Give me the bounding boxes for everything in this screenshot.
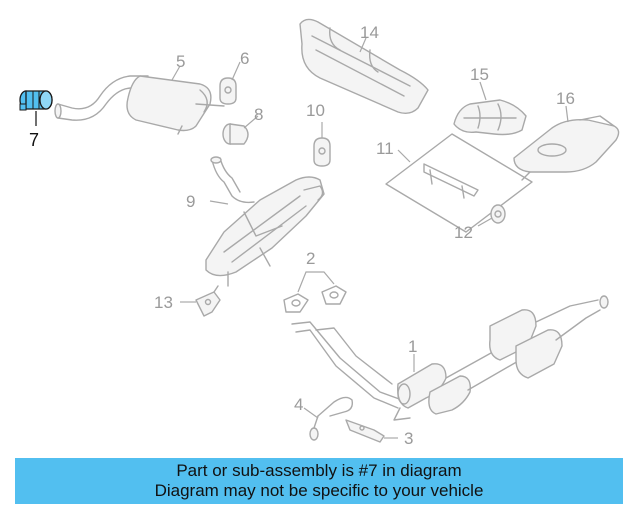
callout-8[interactable]: 8 [254, 105, 263, 124]
callout-4[interactable]: 4 [294, 395, 303, 414]
part-8-clamp[interactable] [222, 123, 249, 145]
info-banner: Part or sub-assembly is #7 in diagram Di… [15, 458, 623, 504]
leader-2 [297, 271, 335, 293]
leader-15 [479, 81, 487, 101]
part-9-intermediate-assembly[interactable] [205, 156, 325, 287]
callout-11[interactable]: 11 [376, 139, 394, 158]
leader-6 [231, 61, 241, 81]
part-16-underbody-shield[interactable] [513, 115, 620, 181]
leader-5 [171, 65, 181, 81]
callout-10[interactable]: 10 [306, 101, 325, 120]
callout-14[interactable]: 14 [360, 23, 379, 42]
part-6-hanger[interactable] [219, 77, 237, 105]
part-1-front-pipe-converters[interactable] [291, 295, 609, 421]
part-3-sensor[interactable] [345, 419, 385, 443]
part-5-rear-muffler[interactable] [54, 75, 225, 135]
leader-12 [477, 217, 493, 227]
callout-7[interactable]: 7 [29, 130, 39, 150]
leader-14 [359, 37, 367, 53]
part-13-sensor-bracket[interactable] [195, 285, 221, 317]
callout-15[interactable]: 15 [470, 65, 489, 84]
callout-9[interactable]: 9 [186, 192, 195, 211]
part-15-heat-shield[interactable] [453, 99, 527, 136]
callout-16[interactable]: 16 [556, 89, 575, 108]
callout-12[interactable]: 12 [454, 223, 473, 242]
part-2-gaskets[interactable] [283, 285, 347, 313]
part-14-heat-shield[interactable] [299, 18, 429, 115]
leader-4 [303, 407, 319, 419]
leader-8 [243, 115, 259, 129]
leader-16 [565, 105, 569, 123]
banner-line-disclaimer: Diagram may not be specific to your vehi… [154, 481, 484, 500]
part-12-isolator[interactable] [490, 204, 506, 224]
callout-2[interactable]: 2 [306, 249, 315, 268]
callout-1[interactable]: 1 [408, 337, 417, 356]
banner-line-part: Part or sub-assembly is #7 in diagram [176, 461, 462, 480]
part-7-clamp[interactable] [19, 90, 53, 111]
callout-5[interactable]: 5 [176, 52, 185, 71]
callout-13[interactable]: 13 [154, 293, 173, 312]
part-4-oxygen-sensor[interactable] [309, 396, 354, 441]
leader-9 [209, 200, 229, 205]
part-11-bracket-kit[interactable] [385, 133, 533, 233]
callout-3[interactable]: 3 [404, 429, 413, 448]
callout-6[interactable]: 6 [240, 49, 249, 68]
part-10-hanger[interactable] [313, 137, 331, 167]
exhaust-parts-diagram: 7 5 6 8 10 14 [19, 18, 620, 448]
leader-11 [397, 149, 411, 163]
